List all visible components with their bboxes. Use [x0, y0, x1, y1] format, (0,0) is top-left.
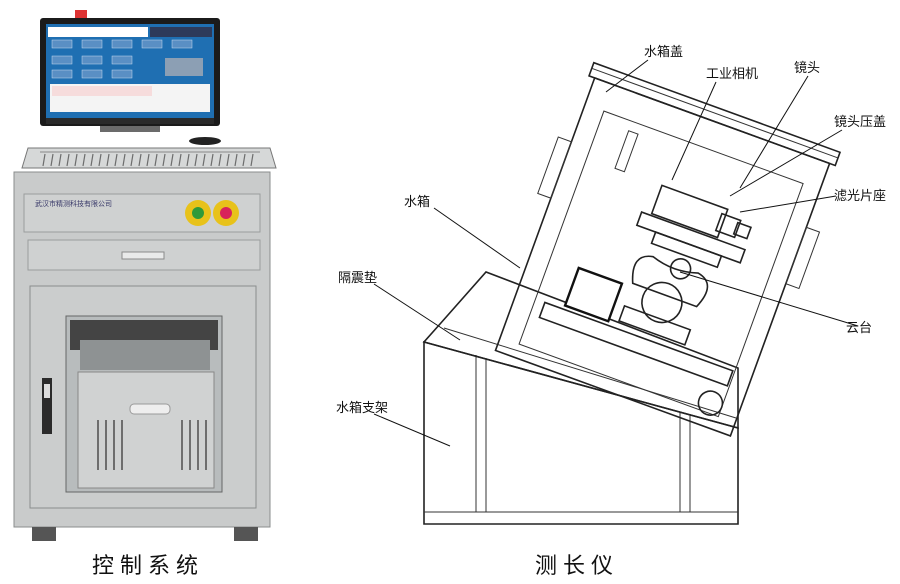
leader-lines — [373, 59, 859, 447]
label-water-tank: 水箱 — [404, 194, 430, 210]
monitor — [40, 18, 221, 145]
tank-stand — [423, 340, 739, 525]
label-gimbal: 云台 — [846, 321, 872, 336]
gimbal — [618, 255, 709, 346]
length-measuring-instrument: 水箱盖 工业相机 镜头 镜头压盖 滤光片座 水箱 隔震垫 云台 水箱支架 — [336, 44, 886, 525]
label-damping-pad: 隔震垫 — [338, 270, 377, 286]
camera-assembly — [635, 184, 753, 280]
warning-light — [75, 10, 87, 19]
stop-button[interactable] — [220, 207, 232, 219]
label-filter-seat: 滤光片座 — [834, 189, 886, 204]
nameplate: 武汉市精测科技有限公司 — [35, 199, 112, 208]
control-panel: 武汉市精测科技有限公司 — [23, 193, 261, 233]
caption-control-system: 控制系统 — [92, 554, 205, 579]
ups-unit — [77, 371, 215, 489]
door-lock-handle[interactable] — [42, 378, 52, 434]
drawer-handle[interactable] — [121, 251, 165, 260]
damping-pad — [422, 271, 739, 430]
cabinet-top-tray — [21, 147, 277, 169]
caption-length-measuring-instrument: 测长仪 — [535, 554, 620, 579]
black-module — [563, 266, 624, 323]
start-button[interactable] — [192, 207, 204, 219]
water-tank-lid — [588, 61, 842, 167]
keyboard-drawer — [27, 239, 261, 271]
label-tank-stand: 水箱支架 — [336, 400, 388, 416]
label-lens-cover: 镜头压盖 — [834, 115, 886, 130]
control-cabinet: 武汉市精测科技有限公司 — [13, 10, 277, 541]
label-industrial-camera: 工业相机 — [706, 67, 758, 82]
water-tank — [494, 61, 842, 437]
label-water-tank-lid: 水箱盖 — [644, 44, 683, 60]
label-lens: 镜头 — [794, 61, 820, 76]
cabinet-door — [29, 285, 257, 509]
